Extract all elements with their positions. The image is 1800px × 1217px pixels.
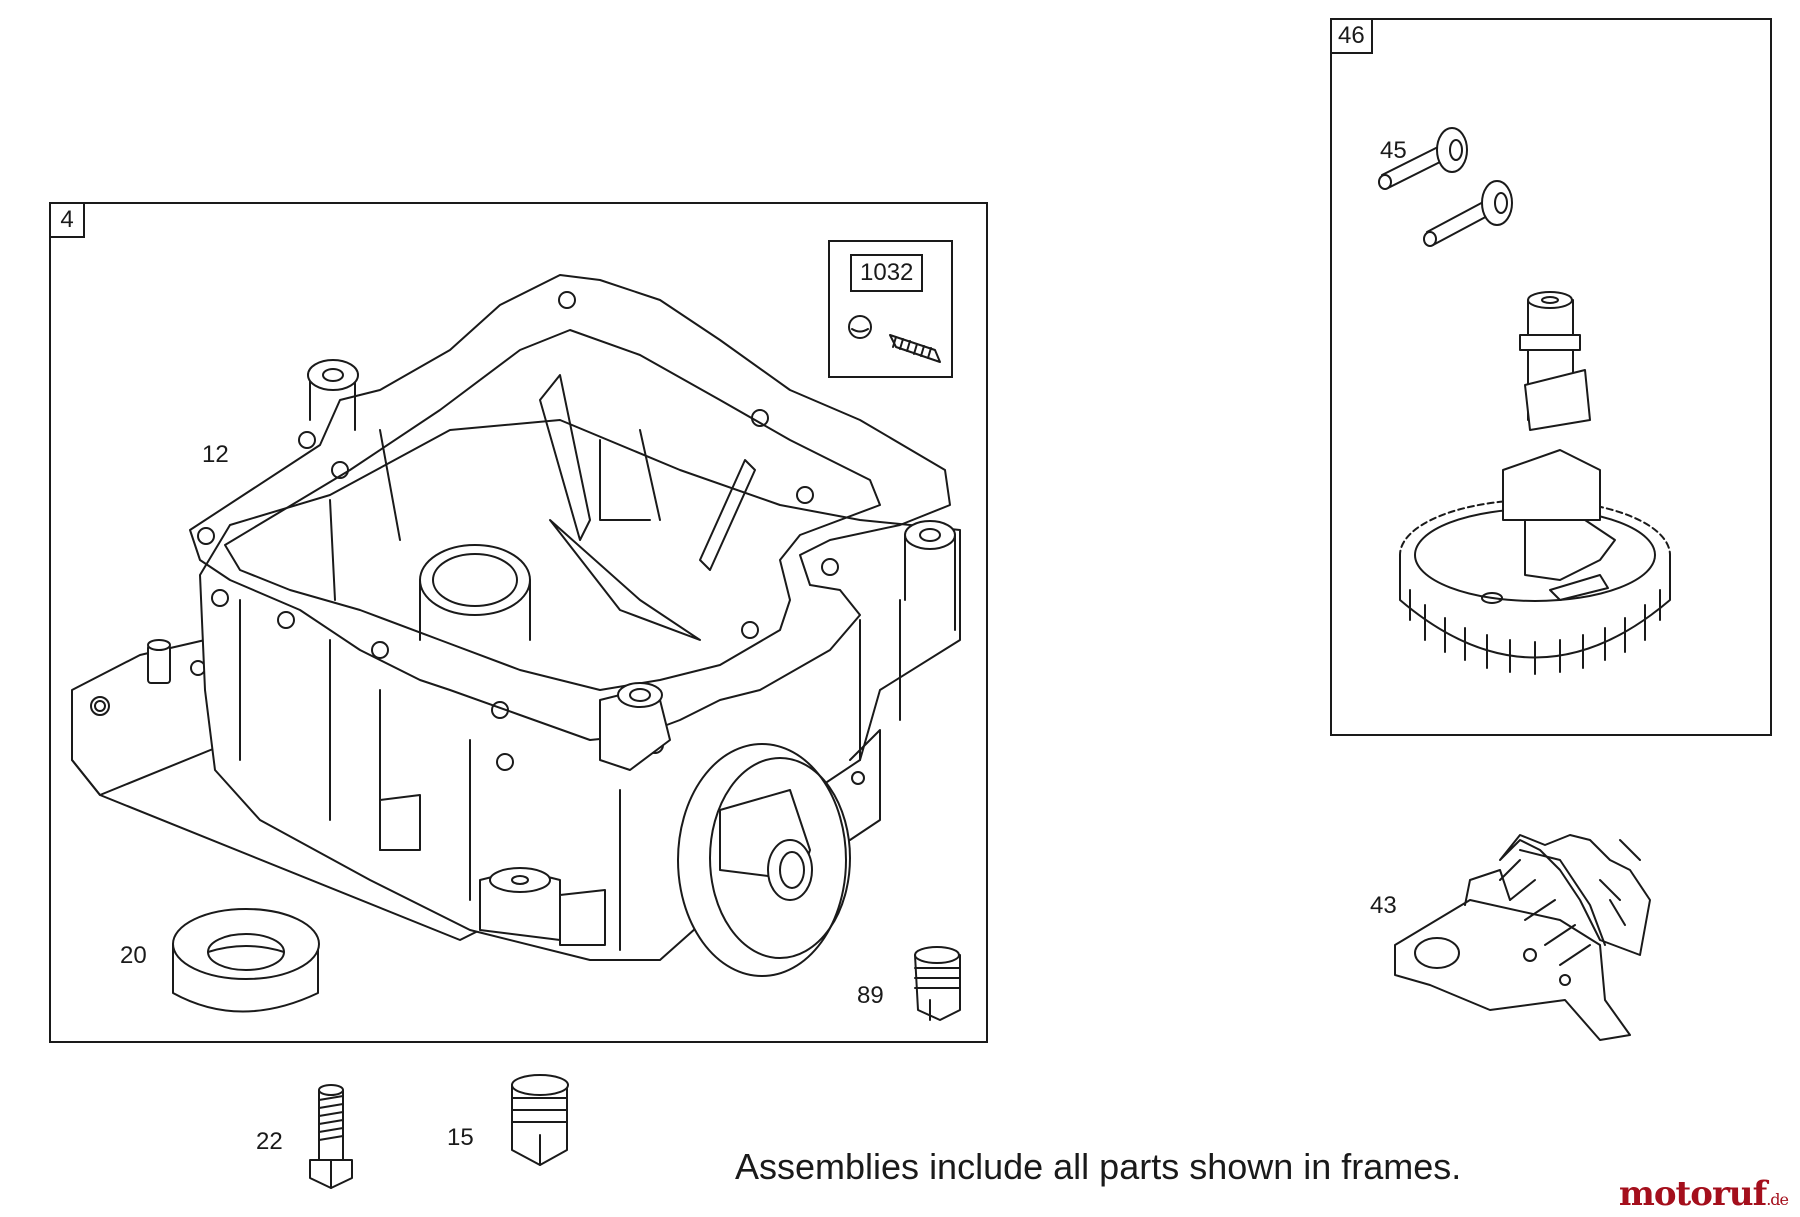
lifters-drawing	[1378, 127, 1513, 247]
oil-seal-drawing	[172, 908, 320, 1013]
callout-89: 89	[857, 982, 884, 1009]
assemblies-note: Assemblies include all parts shown in fr…	[735, 1146, 1462, 1187]
oil-sump-drawing	[71, 274, 961, 977]
watermark-logo: motoruf.de	[1618, 1174, 1789, 1217]
screw-22-drawing	[309, 1084, 353, 1189]
plug-89-drawing	[914, 946, 961, 1021]
frame-camshaft-assembly: 46	[1330, 18, 1772, 736]
callout-20: 20	[120, 942, 147, 969]
kit-1032-parts	[848, 315, 941, 363]
watermark-tld: .de	[1766, 1190, 1789, 1209]
frame-label-1032: 1032	[850, 254, 924, 292]
governor-drawing	[1394, 834, 1651, 1041]
callout-15: 15	[447, 1124, 474, 1151]
callout-22: 22	[256, 1128, 283, 1155]
frame-oil-sump-assembly: 4	[49, 202, 988, 1043]
frame-label-4: 4	[49, 202, 85, 238]
watermark-name: motoruf	[1618, 1174, 1767, 1214]
camshaft-drawing	[1399, 291, 1671, 675]
callout-12: 12	[202, 441, 229, 468]
callout-43: 43	[1370, 892, 1397, 919]
frame-label-46: 46	[1330, 18, 1373, 54]
callout-45: 45	[1380, 137, 1407, 164]
plug-15-drawing	[511, 1074, 569, 1166]
frame-kit-1032: 1032	[828, 240, 953, 378]
